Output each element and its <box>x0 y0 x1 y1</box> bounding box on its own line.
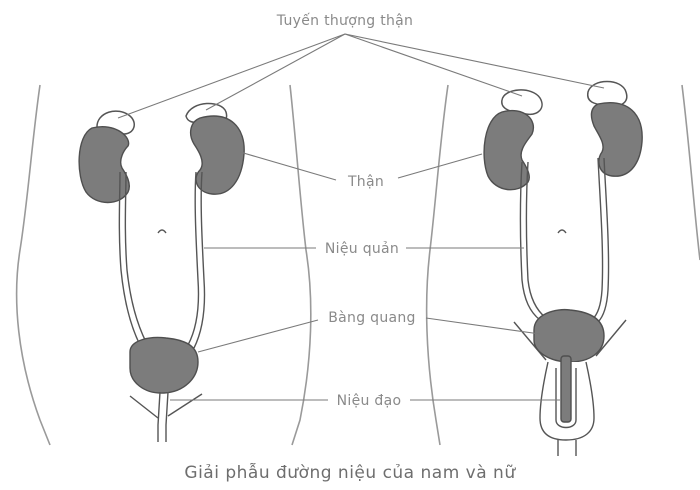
leader-bladder-right <box>426 318 540 334</box>
female-right-ureter <box>188 172 199 345</box>
label-adrenal: Tuyến thượng thận <box>276 12 413 29</box>
leader-kidney-left <box>240 152 336 180</box>
female-bladder <box>130 338 198 394</box>
male-urethra <box>561 356 571 422</box>
female-pelvic-line-left <box>130 396 158 418</box>
female-pelvic-line-right <box>168 394 202 416</box>
female-urethra <box>158 392 168 442</box>
female-left-kidney <box>79 127 129 203</box>
female-right-kidney <box>191 116 245 194</box>
label-bladder: Bàng quang <box>328 310 416 326</box>
male-penis-base <box>558 440 576 456</box>
male-left-ureter-inner <box>527 162 547 318</box>
male-navel <box>558 230 566 233</box>
label-urethra: Niệu đạo <box>337 393 402 409</box>
female-left-ureter-inner <box>125 172 146 342</box>
male-left-kidney <box>484 111 533 190</box>
male-bladder <box>534 310 604 362</box>
male-right-ureter <box>592 158 603 320</box>
leader-adrenal-1 <box>118 34 345 118</box>
label-kidney: Thận <box>347 174 384 190</box>
female-torso-outline-right <box>290 85 311 445</box>
figure-caption: Giải phẫu đường niệu của nam và nữ <box>184 462 516 483</box>
female-torso-outline-left <box>17 85 50 445</box>
male-torso-outline-left <box>427 85 448 445</box>
leader-bladder-left <box>198 320 318 352</box>
leader-adrenal-2 <box>206 34 345 110</box>
male-torso-outline-right <box>682 85 700 260</box>
female-figure <box>17 85 311 445</box>
labels: Tuyến thượng thận Thận Niệu quản Bàng qu… <box>276 12 416 409</box>
female-navel <box>158 230 166 233</box>
label-ureter: Niệu quản <box>325 241 399 257</box>
